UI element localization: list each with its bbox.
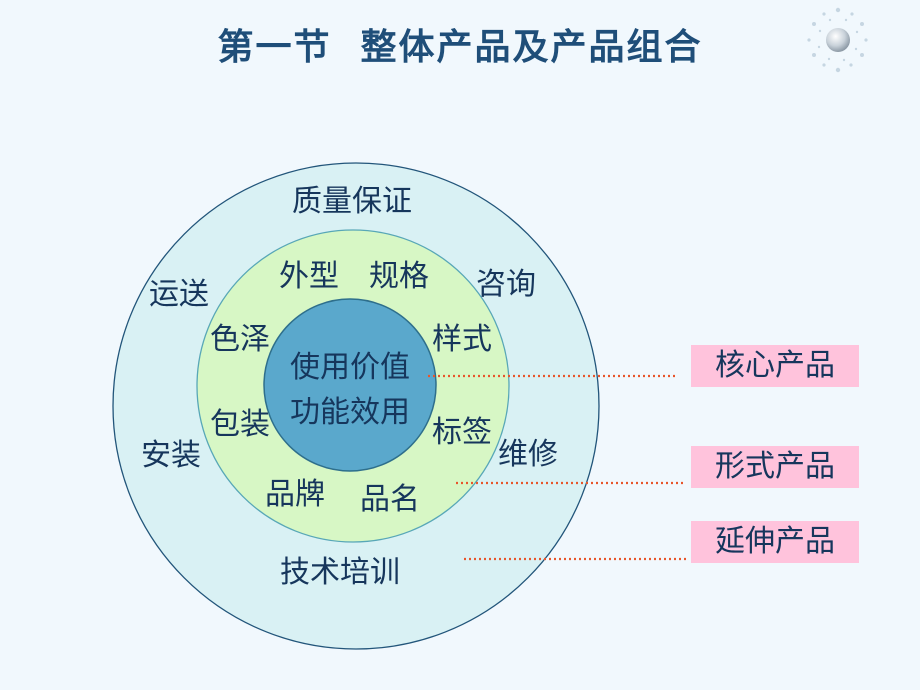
form-label-product-name: 品名 — [360, 482, 420, 517]
extended-label-maintenance: 维修 — [498, 437, 558, 472]
extended-label-consulting: 咨询 — [476, 267, 536, 302]
form-label-tag: 标签 — [432, 415, 492, 450]
form-label-style: 样式 — [432, 322, 492, 357]
decorative-sparkle-icon — [807, 7, 868, 73]
core-label-function: 功能效用 — [290, 395, 410, 430]
core-product-circle — [263, 298, 437, 472]
extended-label-quality: 质量保证 — [292, 184, 412, 219]
slide-title: 第一节 整体产品及产品组合 — [217, 26, 703, 68]
form-label-packaging: 包装 — [210, 407, 270, 442]
form-label-spec: 规格 — [369, 259, 429, 294]
core-product-tag: 核心产品 — [691, 345, 859, 387]
extended-label-training: 技术培训 — [280, 555, 400, 590]
form-label-color: 色泽 — [210, 322, 270, 357]
form-label-appearance: 外型 — [279, 259, 339, 294]
form-label-brand: 品牌 — [265, 477, 325, 512]
core-label-use-value: 使用价值 — [290, 350, 410, 385]
extended-label-installation: 安装 — [141, 438, 201, 473]
form-product-tag: 形式产品 — [691, 446, 859, 488]
extended-label-shipping: 运送 — [149, 277, 209, 312]
extended-product-tag: 延伸产品 — [691, 521, 859, 563]
